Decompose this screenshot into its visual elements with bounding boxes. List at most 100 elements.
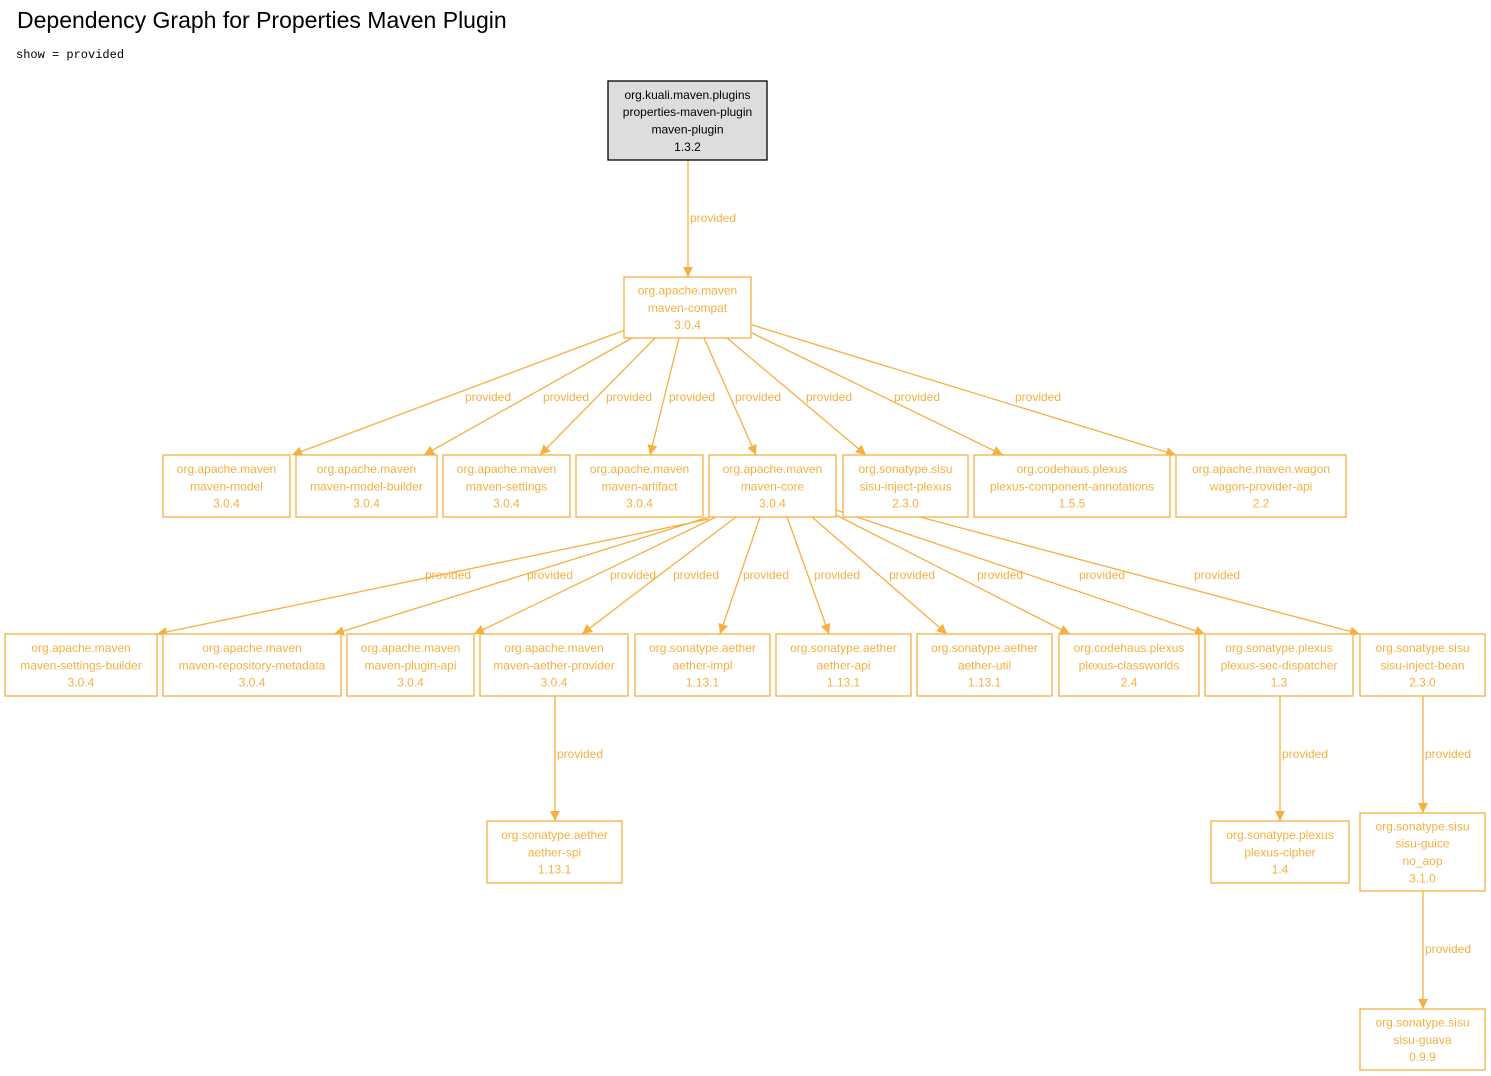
node-line: sisu-inject-plexus	[859, 479, 951, 493]
node-line: org.sonatype.sisu	[1375, 819, 1469, 833]
edge-label: provided	[889, 568, 935, 582]
edge-maven-compat-to-maven-model-builder	[423, 337, 633, 456]
edge-label: provided	[1079, 568, 1125, 582]
node-box	[842, 454, 969, 518]
node-box	[1359, 633, 1486, 697]
node-line: 1.13.1	[827, 676, 861, 690]
edge-maven-compat-to-plexus-component-annotations	[751, 332, 1004, 456]
node-line: 3.1.0	[1409, 871, 1436, 885]
node-line: 1.5.5	[1059, 497, 1086, 511]
node-line: maven-settings-builder	[20, 658, 141, 672]
node-line: properties-maven-plugin	[623, 105, 752, 119]
node-line: 3.0.4	[493, 497, 520, 511]
node-line: 1.4	[1272, 863, 1289, 877]
node-line: plexus-cipher	[1244, 845, 1315, 859]
node-box	[607, 80, 768, 161]
node-box	[634, 633, 771, 697]
nodes-layer: org.kuali.maven.plugins properties-maven-…	[4, 80, 1486, 1071]
node-line: 3.0.4	[674, 318, 701, 332]
node-line: 2.4	[1121, 676, 1138, 690]
edge-label: provided	[543, 390, 589, 404]
node-line: org.apache.maven	[457, 462, 556, 476]
node-line: aether-impl	[672, 658, 732, 672]
node-line: org.apache.maven	[202, 641, 301, 655]
edge-label: provided	[743, 568, 789, 582]
edge-label: provided	[894, 390, 940, 404]
edge-maven-compat-to-maven-artifact	[647, 337, 680, 456]
edge-label: provided	[735, 390, 781, 404]
edge-label: provided	[806, 390, 852, 404]
node-line: 2.3.0	[1409, 676, 1436, 690]
node-maven-settings-builder: org.apache.maven maven-settings-builder 3.…	[4, 633, 158, 697]
edge-maven-core-to-maven-repository-metadata	[333, 516, 710, 636]
node-line: wagon-provider-api	[1209, 479, 1313, 493]
node-line: 1.13.1	[686, 676, 720, 690]
edge-maven-core-to-plexus-sec-dispatcher	[835, 509, 1206, 636]
edges-layer: provided provided provided provided provided…	[156, 160, 1471, 1009]
node-line: org.sonatype.sisu	[1375, 641, 1469, 655]
edge-label: provided	[1015, 390, 1061, 404]
edge-label: provided	[690, 211, 736, 225]
node-box	[479, 633, 629, 697]
page-title: Dependency Graph for Properties Maven Pl…	[17, 7, 507, 33]
node-line: org.apache.maven	[590, 462, 689, 476]
edge-label: provided	[1194, 568, 1240, 582]
node-line: org.sonatype.sisu	[1375, 1016, 1469, 1030]
node-line: 3.0.4	[353, 497, 380, 511]
node-plexus-component-annotations: org.codehaus.plexusplexus-component-anno…	[973, 454, 1171, 518]
node-box	[1359, 812, 1486, 892]
node-maven-plugin-api: org.apache.maven maven-plugin-api 3.0.4	[346, 633, 475, 697]
node-sisu-guice: org.sonatype.sisu sisu-guice no_aop 3.1.0	[1359, 812, 1486, 892]
node-line: org.sonatype.aether	[649, 641, 756, 655]
edge-maven-compat-to-maven-model	[291, 329, 626, 457]
node-line: sisu-guava	[1393, 1033, 1451, 1047]
node-line: plexus-classworlds	[1079, 658, 1180, 672]
node-line: 3.0.4	[68, 676, 95, 690]
node-box	[346, 633, 475, 697]
node-box	[442, 454, 571, 518]
node-line: org.sonatype.sisu	[858, 462, 952, 476]
node-line: org.apache.maven	[177, 462, 276, 476]
node-line: 3.0.4	[541, 676, 568, 690]
node-box	[708, 454, 837, 518]
node-line: 3.0.4	[213, 497, 240, 511]
node-box	[162, 454, 291, 518]
edge-label: provided	[977, 568, 1023, 582]
edge-label: provided	[557, 747, 603, 761]
edge-label: provided	[527, 568, 573, 582]
node-maven-model: org.apache.maven maven-model 3.0.4	[162, 454, 291, 518]
node-line: sisu-guice	[1395, 837, 1449, 851]
edge-maven-core-to-aether-util	[811, 516, 948, 635]
node-line: org.apache.maven	[723, 462, 822, 476]
node-line: sisu-inject-bean	[1380, 658, 1464, 672]
node-line: maven-model	[190, 479, 263, 493]
node-box	[486, 820, 623, 884]
node-line: org.apache.maven	[504, 641, 603, 655]
node-box	[623, 276, 752, 339]
edge-label: provided	[1425, 747, 1471, 761]
node-root: org.kuali.maven.plugins properties-maven-…	[607, 80, 768, 161]
node-line: org.kuali.maven.plugins	[624, 88, 750, 102]
node-line: org.apache.maven	[31, 641, 130, 655]
node-box	[973, 454, 1171, 518]
node-line: maven-settings	[466, 479, 547, 493]
node-line: maven-plugin-api	[364, 658, 456, 672]
edge-maven-compat-to-maven-core	[703, 337, 757, 456]
node-box	[4, 633, 158, 697]
edge-maven-core-to-maven-aether-provider	[581, 516, 737, 635]
node-line: 3.0.4	[397, 676, 424, 690]
node-maven-repository-metadata: org.apache.mavenmaven-repository-metadat…	[162, 633, 342, 697]
node-line: org.apache.maven	[361, 641, 460, 655]
node-line: no_aop	[1402, 854, 1442, 868]
node-line: 1.3.2	[674, 140, 701, 154]
node-box	[1058, 633, 1200, 697]
edge-maven-core-to-plexus-classworlds	[835, 514, 1071, 635]
